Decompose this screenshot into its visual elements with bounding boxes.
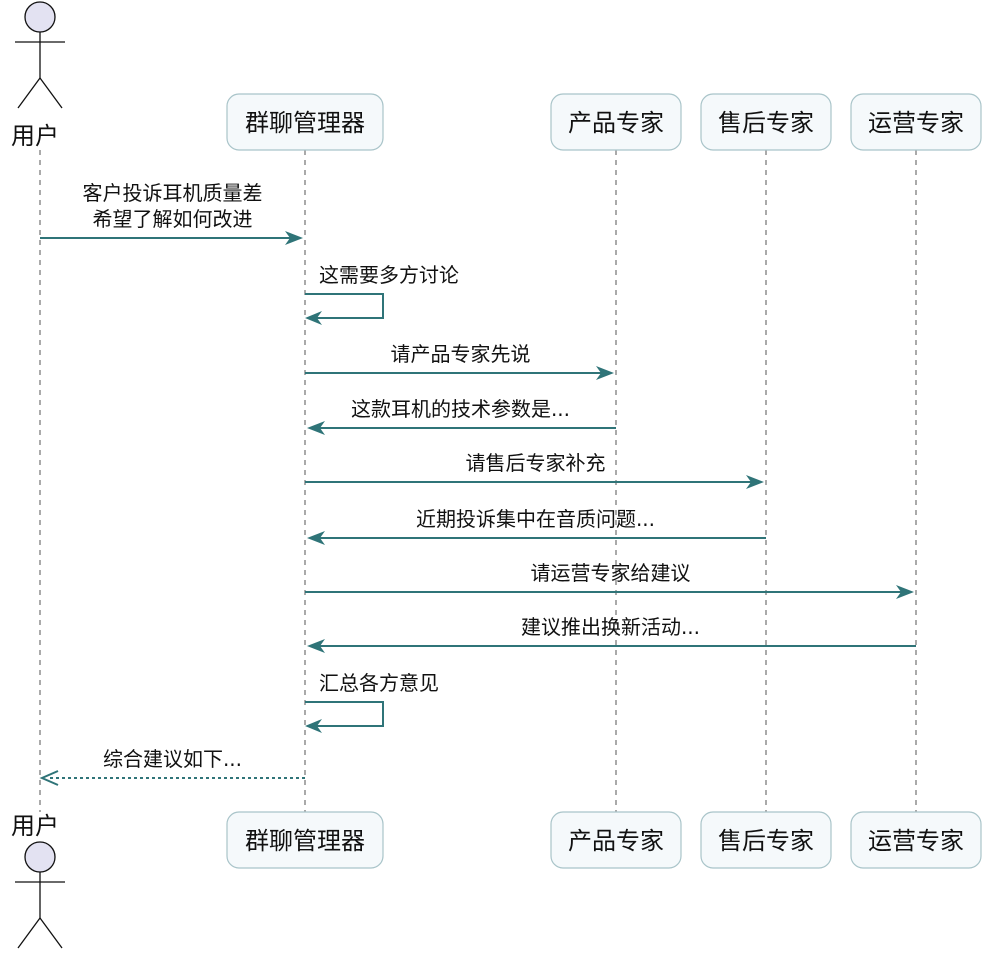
message-10: 综合建议如下...	[39, 747, 305, 786]
arrowhead	[305, 719, 322, 733]
participants-top: 用户 群聊管理器 产品专家 售后专家 运营专家	[11, 1, 982, 151]
message-7: 请运营专家给建议	[305, 561, 914, 599]
participant-box	[850, 811, 982, 869]
participant-label: 产品专家	[568, 109, 664, 137]
message-label: 综合建议如下...	[103, 747, 242, 771]
message-label: 近期投诉集中在音质问题...	[416, 507, 655, 531]
participant-box	[700, 93, 832, 151]
message-label: 这需要多方讨论	[319, 263, 459, 287]
participant-label: 运营专家	[868, 827, 964, 855]
participant-box	[550, 811, 682, 869]
participant-label: 用户	[11, 122, 59, 150]
message-label: 汇总各方意见	[319, 671, 439, 695]
participant-product-top: 产品专家	[550, 93, 682, 151]
message-2: 这需要多方讨论	[305, 263, 459, 325]
message-8: 建议推出换新活动...	[307, 615, 916, 653]
participant-label: 产品专家	[568, 827, 664, 855]
participant-box	[700, 811, 832, 869]
message-4: 这款耳机的技术参数是...	[307, 397, 616, 435]
participant-label: 售后专家	[718, 109, 814, 137]
participant-label: 群聊管理器	[245, 109, 365, 137]
arrowhead	[596, 366, 614, 380]
message-arrow	[305, 701, 384, 727]
message-9: 汇总各方意见	[305, 671, 439, 733]
message-label: 建议推出换新活动...	[521, 615, 700, 639]
message-6: 近期投诉集中在音质问题...	[307, 507, 766, 545]
arrowhead	[39, 770, 59, 786]
arrowhead	[307, 531, 325, 545]
message-label: 请售后专家补充	[466, 451, 606, 475]
message-arrow	[305, 293, 384, 319]
participant-label: 运营专家	[868, 109, 964, 137]
participant-label: 群聊管理器	[245, 827, 365, 855]
participant-label: 售后专家	[718, 827, 814, 855]
message-5: 请售后专家补充	[305, 451, 764, 489]
message-3: 请产品专家先说	[305, 342, 614, 380]
arrowhead	[305, 311, 322, 325]
participant-box	[226, 93, 384, 151]
participant-manager-bottom: 群聊管理器	[226, 811, 384, 869]
participant-operations-top: 运营专家	[850, 93, 982, 151]
participant-operations-bottom: 运营专家	[850, 811, 982, 869]
participant-manager-top: 群聊管理器	[226, 93, 384, 151]
participant-box	[226, 811, 384, 869]
arrowhead	[285, 231, 303, 245]
participant-label: 用户	[11, 812, 59, 840]
message-label: 请产品专家先说	[391, 342, 531, 366]
participant-user-top: 用户	[11, 1, 65, 150]
participant-box	[550, 93, 682, 151]
participant-aftersales-top: 售后专家	[700, 93, 832, 151]
person-icon	[15, 1, 65, 109]
person-icon	[15, 841, 65, 949]
message-label: 希望了解如何改进	[93, 207, 253, 231]
message-label: 请运营专家给建议	[531, 561, 691, 585]
arrowhead	[746, 475, 764, 489]
participant-product-bottom: 产品专家	[550, 811, 682, 869]
messages: 客户投诉耳机质量差希望了解如何改进这需要多方讨论请产品专家先说这款耳机的技术参数…	[39, 181, 916, 786]
message-label: 客户投诉耳机质量差	[83, 181, 263, 205]
arrowhead	[896, 585, 914, 599]
message-label: 这款耳机的技术参数是...	[351, 397, 570, 421]
arrowhead	[307, 421, 325, 435]
arrowhead	[307, 639, 325, 653]
participant-box	[850, 93, 982, 151]
participant-aftersales-bottom: 售后专家	[700, 811, 832, 869]
participant-user-bottom: 用户	[11, 812, 65, 949]
